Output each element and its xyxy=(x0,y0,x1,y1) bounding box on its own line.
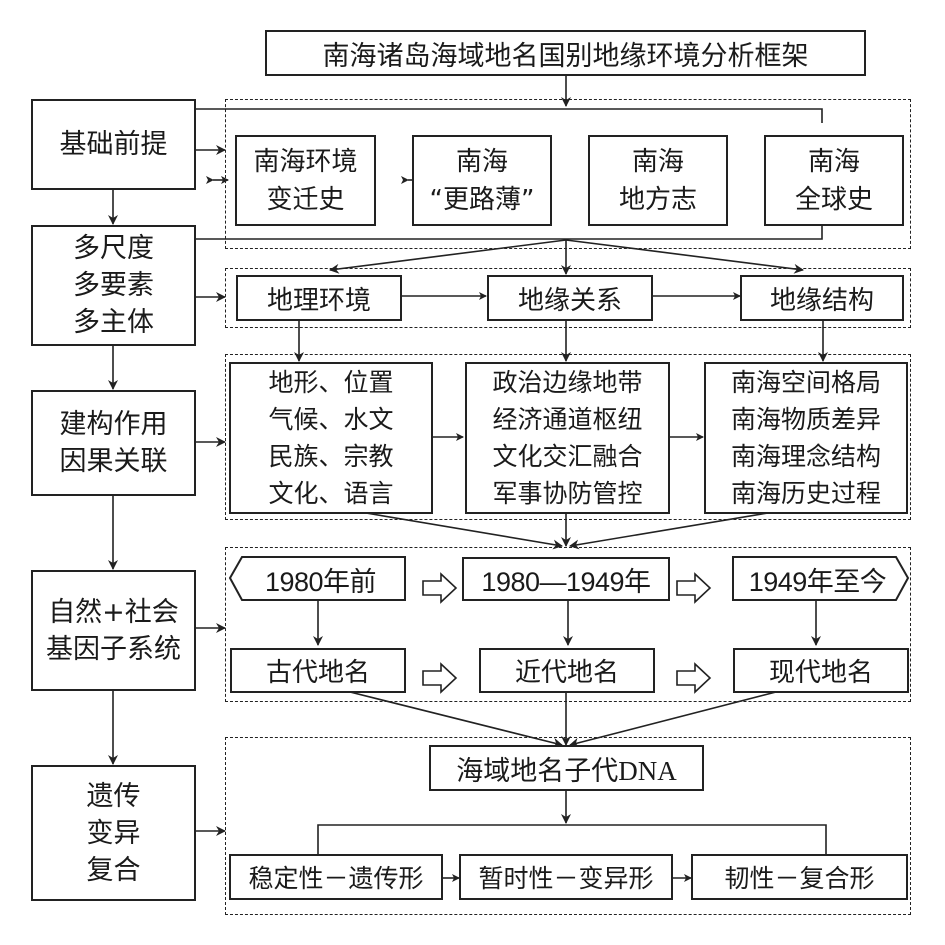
factor-list-structure: 南海空间格局 南海物质差异 南海理念结构 南海历史过程 xyxy=(704,362,908,514)
history-global-line-1: 南海 xyxy=(807,146,860,177)
left-premise-line: 基础前提 xyxy=(59,129,168,160)
geo-box-relations: 地缘关系 xyxy=(487,275,653,321)
form-box-stable: 稳定性－遗传形 xyxy=(229,854,443,900)
history-env-line-1: 南海环境 xyxy=(253,146,358,177)
factor-env-line-3: 民族、宗教 xyxy=(268,442,394,471)
name-box-ancient: 古代地名 xyxy=(230,648,406,693)
group-forms xyxy=(225,737,911,915)
framework-title: 南海诸岛海域地名国别地缘环境分析框架 xyxy=(265,30,866,76)
geo-box-structure: 地缘结构 xyxy=(740,275,904,321)
factor-struct-line-1: 南海空间格局 xyxy=(730,368,881,397)
era-label-present: 1949年至今 xyxy=(748,566,887,597)
left-box-construct: 建构作用 因果关联 xyxy=(31,390,196,496)
history-box-genglubu: 南海 “更路薄” xyxy=(412,135,552,226)
left-box-multi: 多尺度 多要素 多主体 xyxy=(31,225,196,346)
factor-rel-line-2: 经济通道枢纽 xyxy=(492,405,643,434)
group-eras xyxy=(225,547,911,702)
factor-env-line-1: 地形、位置 xyxy=(268,368,394,397)
left-inherit-line-1: 遗传 xyxy=(86,780,141,812)
group-history-sources xyxy=(225,99,911,249)
name-box-modern: 近代地名 xyxy=(479,648,655,693)
left-inherit-line-3: 复合 xyxy=(86,854,141,886)
left-construct-line-2: 因果关联 xyxy=(59,446,168,477)
factor-env-line-4: 文化、语言 xyxy=(268,479,394,508)
left-box-inherit: 遗传 变异 复合 xyxy=(31,765,196,901)
history-box-global: 南海 全球史 xyxy=(764,135,904,226)
history-gazetteer-line-2: 地方志 xyxy=(618,184,697,215)
factor-rel-line-1: 政治边缘地带 xyxy=(492,368,643,397)
form-box-resilient: 韧性－复合形 xyxy=(691,854,908,900)
left-gene-line-1: 自然+社会 xyxy=(48,596,179,628)
factor-rel-line-4: 军事协防管控 xyxy=(492,479,643,508)
left-multi-line-2: 多要素 xyxy=(73,270,154,301)
history-box-env: 南海环境 变迁史 xyxy=(235,135,376,226)
factor-list-relations: 政治边缘地带 经济通道枢纽 文化交汇融合 军事协防管控 xyxy=(465,362,670,514)
history-genglubu-line-1: 南海 xyxy=(455,146,508,177)
left-box-premise: 基础前提 xyxy=(31,99,196,190)
form-box-temporary: 暂时性－变异形 xyxy=(459,854,673,900)
factor-struct-line-2: 南海物质差异 xyxy=(730,405,881,434)
left-multi-line-1: 多尺度 xyxy=(73,233,154,264)
factor-struct-line-4: 南海历史过程 xyxy=(730,479,881,508)
group-geo-dimensions xyxy=(225,268,911,328)
left-construct-line-1: 建构作用 xyxy=(59,409,168,440)
era-box-modern: 1980—1949年 xyxy=(462,557,670,601)
history-box-gazetteer: 南海 地方志 xyxy=(588,135,728,226)
left-box-gene: 自然+社会 基因子系统 xyxy=(31,570,196,691)
dna-box: 海域地名子代DNA xyxy=(429,745,704,791)
factor-struct-line-3: 南海理念结构 xyxy=(730,442,881,471)
history-genglubu-line-2: “更路薄” xyxy=(429,184,535,215)
name-box-contemporary: 现代地名 xyxy=(733,648,909,693)
era-label-pre: 1980年前 xyxy=(264,566,377,597)
factor-env-line-2: 气候、水文 xyxy=(268,405,394,434)
history-env-line-2: 变迁史 xyxy=(266,184,345,215)
factor-list-environment: 地形、位置 气候、水文 民族、宗教 文化、语言 xyxy=(229,362,433,514)
group-factor-lists xyxy=(225,354,911,520)
history-gazetteer-line-1: 南海 xyxy=(631,146,684,177)
left-inherit-line-2: 变异 xyxy=(86,817,141,849)
factor-rel-line-3: 文化交汇融合 xyxy=(492,442,643,471)
left-multi-line-3: 多主体 xyxy=(73,307,154,338)
left-gene-line-2: 基因子系统 xyxy=(46,633,181,665)
history-global-line-2: 全球史 xyxy=(794,184,873,215)
geo-box-environment: 地理环境 xyxy=(236,275,402,321)
